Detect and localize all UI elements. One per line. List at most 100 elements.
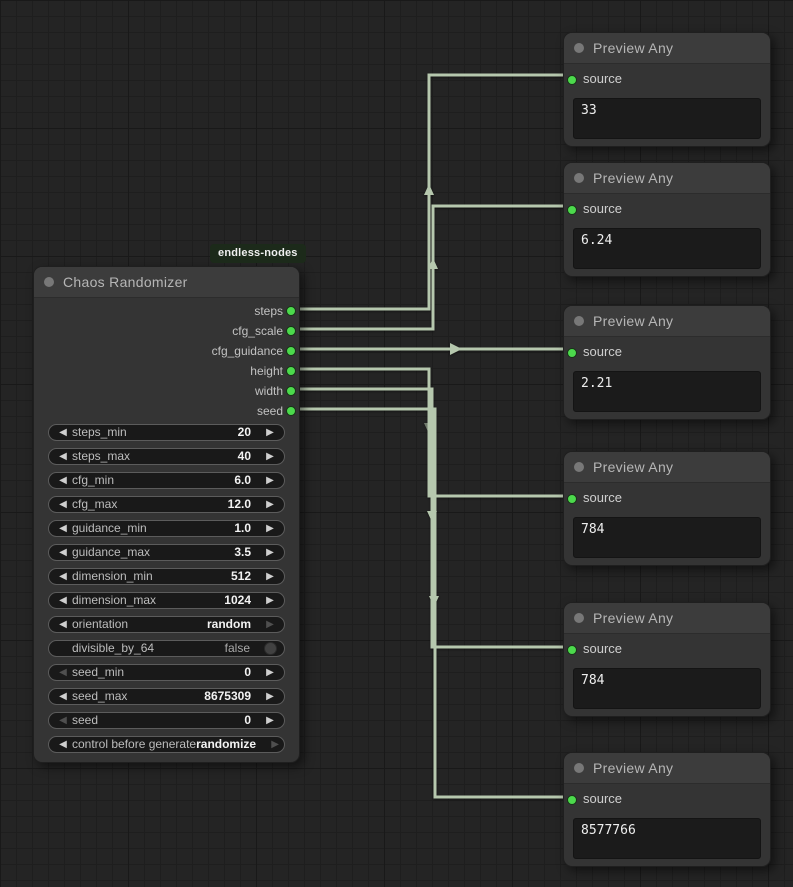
increment-arrow-icon[interactable]: ▶ [266, 715, 274, 726]
decrement-arrow-icon[interactable]: ◀ [59, 547, 67, 558]
widget-divisible-by-64[interactable]: divisible_by_64 false [48, 640, 285, 657]
widget-seed-max[interactable]: ◀ seed_max 8675309 ▶ [48, 688, 285, 705]
input-port[interactable] [567, 645, 577, 655]
decrement-arrow-icon[interactable]: ◀ [59, 523, 67, 534]
toggle-knob-icon[interactable] [264, 642, 277, 655]
collapse-dot-icon[interactable] [574, 462, 584, 472]
output-port[interactable] [286, 386, 296, 396]
widget-label: orientation [72, 617, 129, 631]
node-title-bar[interactable]: Preview Any [564, 753, 770, 784]
widget-label: divisible_by_64 [72, 641, 155, 655]
preview-value-box: 33 [573, 98, 761, 139]
node-title: Preview Any [593, 459, 674, 475]
chaos-randomizer-node[interactable]: Chaos Randomizer steps cfg_scale cfg_gui… [33, 266, 300, 763]
increment-arrow-icon[interactable]: ▶ [266, 667, 274, 678]
widget-value: 6.0 [234, 473, 251, 487]
increment-arrow-icon[interactable]: ▶ [271, 739, 279, 750]
widget-seed-min[interactable]: ◀ seed_min 0 ▶ [48, 664, 285, 681]
increment-arrow-icon[interactable]: ▶ [266, 571, 274, 582]
input-port[interactable] [567, 75, 577, 85]
increment-arrow-icon[interactable]: ▶ [266, 691, 274, 702]
input-label: source [583, 641, 623, 656]
output-port[interactable] [286, 346, 296, 356]
input-slot-row: source [564, 343, 770, 369]
increment-arrow-icon[interactable]: ▶ [266, 595, 274, 606]
decrement-arrow-icon[interactable]: ◀ [59, 715, 67, 726]
widget-dimension-min[interactable]: ◀ dimension_min 512 ▶ [48, 568, 285, 585]
widget-label: guidance_max [72, 545, 151, 559]
output-port[interactable] [286, 326, 296, 336]
increment-arrow-icon[interactable]: ▶ [266, 547, 274, 558]
preview-value-box: 8577766 [573, 818, 761, 859]
widget-value: 3.5 [234, 545, 251, 559]
widget-label: cfg_max [72, 497, 118, 511]
increment-arrow-icon[interactable]: ▶ [266, 427, 274, 438]
decrement-arrow-icon[interactable]: ◀ [59, 667, 67, 678]
wire-arrow-up-icon [424, 184, 434, 195]
node-title-bar[interactable]: Preview Any [564, 306, 770, 337]
widget-label: dimension_min [72, 569, 153, 583]
node-title-bar[interactable]: Chaos Randomizer [34, 267, 299, 298]
preview-value-box: 6.24 [573, 228, 761, 269]
node-title-bar[interactable]: Preview Any [564, 452, 770, 483]
decrement-arrow-icon[interactable]: ◀ [59, 739, 67, 750]
decrement-arrow-icon[interactable]: ◀ [59, 475, 67, 486]
decrement-arrow-icon[interactable]: ◀ [59, 571, 67, 582]
collapse-dot-icon[interactable] [574, 613, 584, 623]
input-port[interactable] [567, 205, 577, 215]
preview-any-node-3[interactable]: Preview Any source 2.21 [563, 305, 771, 420]
widget-seed[interactable]: ◀ seed 0 ▶ [48, 712, 285, 729]
decrement-arrow-icon[interactable]: ◀ [59, 691, 67, 702]
widget-cfg-min[interactable]: ◀ cfg_min 6.0 ▶ [48, 472, 285, 489]
widget-orientation[interactable]: ◀ orientation random ▶ [48, 616, 285, 633]
decrement-arrow-icon[interactable]: ◀ [59, 427, 67, 438]
widget-value: randomize [196, 737, 257, 751]
preview-any-node-2[interactable]: Preview Any source 6.24 [563, 162, 771, 277]
input-port[interactable] [567, 494, 577, 504]
widget-steps-min[interactable]: ◀ steps_min 20 ▶ [48, 424, 285, 441]
widget-guidance-max[interactable]: ◀ guidance_max 3.5 ▶ [48, 544, 285, 561]
input-port[interactable] [567, 795, 577, 805]
widget-label: seed_min [72, 665, 125, 679]
increment-arrow-icon[interactable]: ▶ [266, 499, 274, 510]
preview-any-node-6[interactable]: Preview Any source 8577766 [563, 752, 771, 867]
widget-dimension-max[interactable]: ◀ dimension_max 1024 ▶ [48, 592, 285, 609]
collapse-dot-icon[interactable] [574, 763, 584, 773]
decrement-arrow-icon[interactable]: ◀ [59, 619, 67, 630]
widget-control-before-generate[interactable]: ◀ control before generate randomize ▶ [48, 736, 285, 753]
collapse-dot-icon[interactable] [574, 43, 584, 53]
node-title-bar[interactable]: Preview Any [564, 33, 770, 64]
preview-any-node-4[interactable]: Preview Any source 784 [563, 451, 771, 566]
input-label: source [583, 344, 623, 359]
widget-value: 1.0 [234, 521, 251, 535]
collapse-dot-icon[interactable] [44, 277, 54, 287]
decrement-arrow-icon[interactable]: ◀ [59, 595, 67, 606]
output-port[interactable] [286, 306, 296, 316]
input-slot-row: source [564, 70, 770, 96]
wire-arrow-down-icon [424, 423, 434, 434]
output-slots: steps cfg_scale cfg_guidance height widt… [34, 298, 299, 421]
increment-arrow-icon[interactable]: ▶ [266, 451, 274, 462]
node-title-bar[interactable]: Preview Any [564, 163, 770, 194]
output-port[interactable] [286, 406, 296, 416]
widget-cfg-max[interactable]: ◀ cfg_max 12.0 ▶ [48, 496, 285, 513]
output-row-height: height [34, 361, 299, 381]
node-title-bar[interactable]: Preview Any [564, 603, 770, 634]
output-row-cfg-scale: cfg_scale [34, 321, 299, 341]
increment-arrow-icon[interactable]: ▶ [266, 475, 274, 486]
widget-label: guidance_min [72, 521, 147, 535]
decrement-arrow-icon[interactable]: ◀ [59, 499, 67, 510]
collapse-dot-icon[interactable] [574, 316, 584, 326]
preview-any-node-1[interactable]: Preview Any source 33 [563, 32, 771, 147]
increment-arrow-icon[interactable]: ▶ [266, 523, 274, 534]
decrement-arrow-icon[interactable]: ◀ [59, 451, 67, 462]
widget-label: control before generate [72, 737, 197, 751]
output-port[interactable] [286, 366, 296, 376]
increment-arrow-icon[interactable]: ▶ [266, 619, 274, 630]
input-slot-row: source [564, 489, 770, 515]
input-port[interactable] [567, 348, 577, 358]
collapse-dot-icon[interactable] [574, 173, 584, 183]
widget-steps-max[interactable]: ◀ steps_max 40 ▶ [48, 448, 285, 465]
widget-guidance-min[interactable]: ◀ guidance_min 1.0 ▶ [48, 520, 285, 537]
preview-any-node-5[interactable]: Preview Any source 784 [563, 602, 771, 717]
